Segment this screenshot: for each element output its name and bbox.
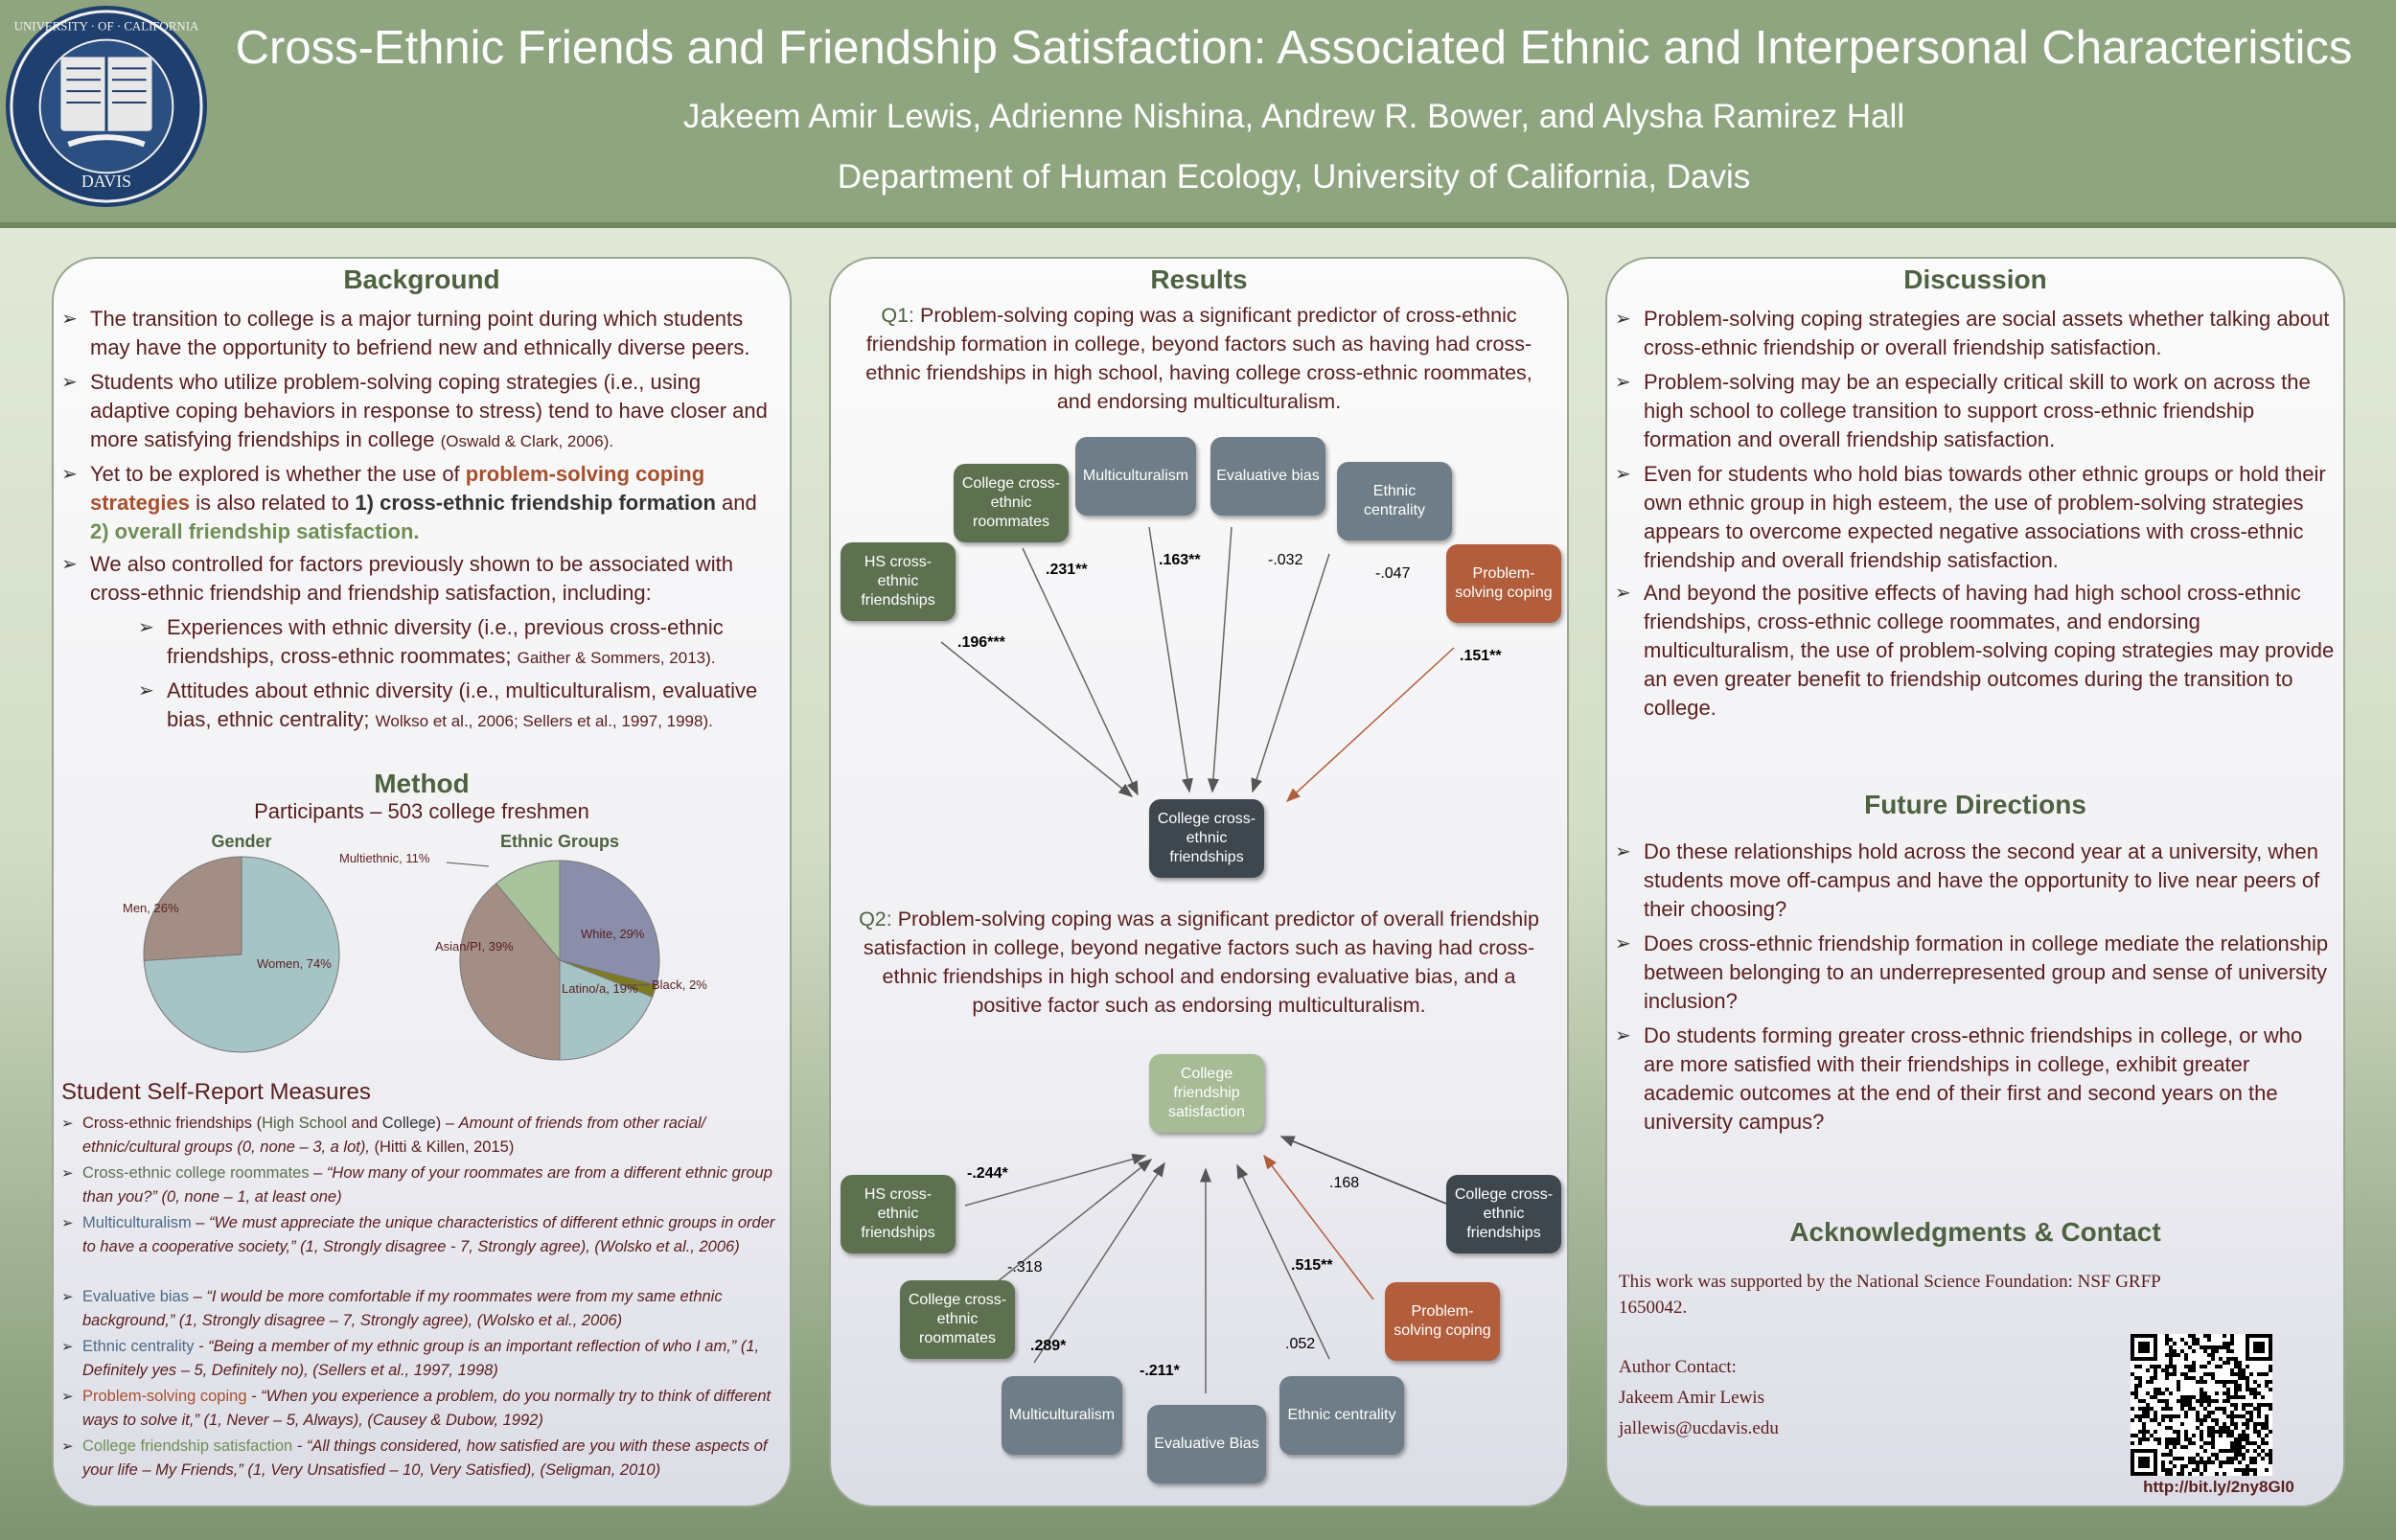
- discussion-bullet-4: And beyond the positive effects of havin…: [1615, 579, 2336, 723]
- d2-coef-hs: -.244*: [967, 1165, 1008, 1182]
- d1-coef-evaluative-bias: -.032: [1268, 552, 1303, 568]
- short-link[interactable]: http://bit.ly/2ny8Gl0: [2143, 1478, 2294, 1496]
- poster-header: DAVIS UNIVERSITY · OF · CALIFORNIA Cross…: [0, 0, 2396, 228]
- contact-email[interactable]: jallewis@ucdavis.edu: [1619, 1418, 1779, 1438]
- demographics-pies: Gender Ethnic Groups Women, 74%Men, 26% …: [123, 832, 707, 1061]
- measure-4: Evaluative bias – “I would be more comfo…: [61, 1285, 792, 1333]
- ack-heading: Acknowledgments & Contact: [1789, 1217, 2161, 1247]
- ethnic-pie: White, 29% Black, 2% Latino/a, 19% Asian/PI…: [339, 851, 707, 1061]
- d2-coef-evaluative-bias: -.211*: [1140, 1363, 1180, 1379]
- d2-cross-ethnic-friendships-node: College cross-ethnic friendships: [1446, 1175, 1561, 1253]
- d1-hs-friendships-node: HS cross-ethnic friendships: [841, 542, 956, 621]
- future-heading: Future Directions: [1864, 790, 2086, 819]
- pie2-label-white: White, 29%: [581, 927, 645, 941]
- discussion-bullet-2: Problem-solving may be an especially cri…: [1615, 368, 2336, 454]
- qr-code-image[interactable]: [2131, 1334, 2272, 1476]
- d2-outcome-node: College friendship satisfaction: [1149, 1054, 1264, 1133]
- d1-outcome-node: College cross-ethnic friendships: [1149, 799, 1264, 878]
- d2-evaluative-bias-node: Evaluative Bias: [1147, 1405, 1266, 1483]
- results-panel: Results Q1: Problem-solving coping was a…: [829, 257, 1569, 1507]
- university-seal-logo: DAVIS UNIVERSITY · OF · CALIFORNIA: [5, 5, 208, 208]
- d1-coef-hs: .196***: [957, 634, 1005, 651]
- pie1-label-women: Women, 74%: [257, 956, 332, 971]
- q1-text: Q1: Problem-solving coping was a signifi…: [865, 304, 1532, 413]
- d2-coef-problem-solving: .515**: [1291, 1257, 1333, 1274]
- d1-coef-roommates: .231**: [1046, 562, 1088, 578]
- measure-2: Cross-ethnic college roommates – “How ma…: [61, 1161, 792, 1209]
- contact-name: Jakeem Amir Lewis: [1619, 1388, 1764, 1408]
- pie2-slice-multiethnic: [495, 860, 561, 962]
- pie2-slice-latinoa: [559, 959, 654, 1061]
- background-sub-bullet-2: Attitudes about ethnic diversity (i.e., …: [138, 677, 780, 736]
- measure-5: Ethnic centrality - “Being a member of m…: [61, 1335, 792, 1383]
- measure-1: Cross-ethnic friendships (High School an…: [61, 1112, 792, 1160]
- q2-text: Q2: Problem-solving coping was a signifi…: [859, 908, 1539, 1017]
- d1-coef-problem-solving: .151**: [1460, 648, 1502, 664]
- d2-multiculturalism-node: Multiculturalism: [1002, 1376, 1122, 1455]
- background-bullet-3: Yet to be explored is whether the use of…: [61, 460, 780, 546]
- pie2-label-multiethnic: Multiethnic, 11%: [339, 851, 430, 865]
- pie1-label-men: Men, 26%: [123, 901, 179, 915]
- left-panel: Background The transition to college is …: [52, 257, 792, 1507]
- gender-pie: Women, 74% Men, 26%: [123, 856, 340, 1053]
- d2-problem-solving-node: Problem-solving coping: [1385, 1282, 1500, 1361]
- d2-coef-cross-ethnic-friendships: .168: [1329, 1175, 1360, 1191]
- d2-coef-ethnic-centrality: .052: [1285, 1336, 1316, 1352]
- discussion-bullet-3: Even for students who hold bias towards …: [1615, 460, 2336, 575]
- background-bullet-4: We also controlled for factors previousl…: [61, 550, 780, 608]
- svg-text:UNIVERSITY · OF · CALIFORNIA: UNIVERSITY · OF · CALIFORNIA: [14, 20, 199, 34]
- pie2-label-latinoa: Latino/a, 19%: [562, 981, 638, 996]
- right-panel: Discussion Problem-solving coping strate…: [1605, 257, 2345, 1507]
- pie2-slice-white: [559, 860, 660, 986]
- d1-evaluative-bias-node: Evaluative bias: [1210, 437, 1325, 516]
- diagram-arrows: [940, 526, 1455, 1393]
- d1-problem-solving-node: Problem-solving coping: [1446, 544, 1561, 623]
- ethnic-title: Ethnic Groups: [500, 832, 619, 851]
- measure-3: Multiculturalism – “We must appreciate t…: [61, 1211, 792, 1259]
- poster-title: Cross-Ethnic Friends and Friendship Sati…: [235, 22, 2353, 74]
- background-bullet-2: Students who utilize problem-solving cop…: [61, 368, 780, 456]
- measure-7: College friendship satisfaction - “All t…: [61, 1435, 792, 1483]
- background-bullet-1: The transition to college is a major tur…: [61, 305, 780, 362]
- measures-heading: Student Self-Report Measures: [61, 1079, 371, 1105]
- background-heading: Background: [343, 264, 500, 294]
- results-heading: Results: [1150, 264, 1248, 294]
- measure-6: Problem-solving coping - “When you exper…: [61, 1385, 792, 1433]
- future-bullet-3: Do students forming greater cross-ethnic…: [1615, 1022, 2336, 1137]
- pie1-slice-men: [143, 856, 242, 961]
- d1-coef-multiculturalism: .163**: [1159, 552, 1201, 568]
- ack-text: This work was supported by the National …: [1619, 1272, 2161, 1318]
- background-sub-bullet-1: Experiences with ethnic diversity (i.e.,…: [138, 613, 780, 673]
- method-heading: Method: [374, 769, 470, 798]
- d2-coef-roommates: -.318: [1007, 1259, 1043, 1276]
- discussion-bullet-1: Problem-solving coping strategies are so…: [1615, 305, 2336, 362]
- contact-label: Author Contact:: [1619, 1357, 1737, 1377]
- participants-text: Participants – 503 college freshmen: [254, 799, 589, 823]
- d1-coef-ethnic-centrality: -.047: [1375, 565, 1411, 582]
- future-bullet-2: Does cross-ethnic friendship formation i…: [1615, 930, 2336, 1016]
- pie-leader-line: [446, 862, 490, 867]
- pie2-slice-asianpi: [459, 883, 561, 1061]
- pie2-label-black: Black, 2%: [652, 977, 707, 992]
- svg-text:DAVIS: DAVIS: [81, 172, 131, 191]
- d1-roommates-node: College cross-ethnic roommates: [954, 464, 1069, 542]
- d1-multiculturalism-node: Multiculturalism: [1075, 437, 1196, 516]
- discussion-heading: Discussion: [1903, 264, 2047, 294]
- d2-ethnic-centrality-node: Ethnic centrality: [1279, 1376, 1404, 1455]
- future-bullet-1: Do these relationships hold across the s…: [1615, 838, 2336, 924]
- d2-hs-friendships-node: HS cross-ethnic friendships: [841, 1175, 956, 1253]
- poster-department: Department of Human Ecology, University …: [837, 158, 1751, 195]
- gender-title: Gender: [211, 832, 271, 851]
- pie2-label-asianpi: Asian/PI, 39%: [435, 939, 514, 954]
- d2-coef-multiculturalism: .289*: [1030, 1338, 1067, 1354]
- d1-ethnic-centrality-node: Ethnic centrality: [1337, 462, 1452, 540]
- d2-roommates-node: College cross-ethnic roommates: [900, 1280, 1015, 1359]
- poster-authors: Jakeem Amir Lewis, Adrienne Nishina, And…: [682, 98, 1905, 135]
